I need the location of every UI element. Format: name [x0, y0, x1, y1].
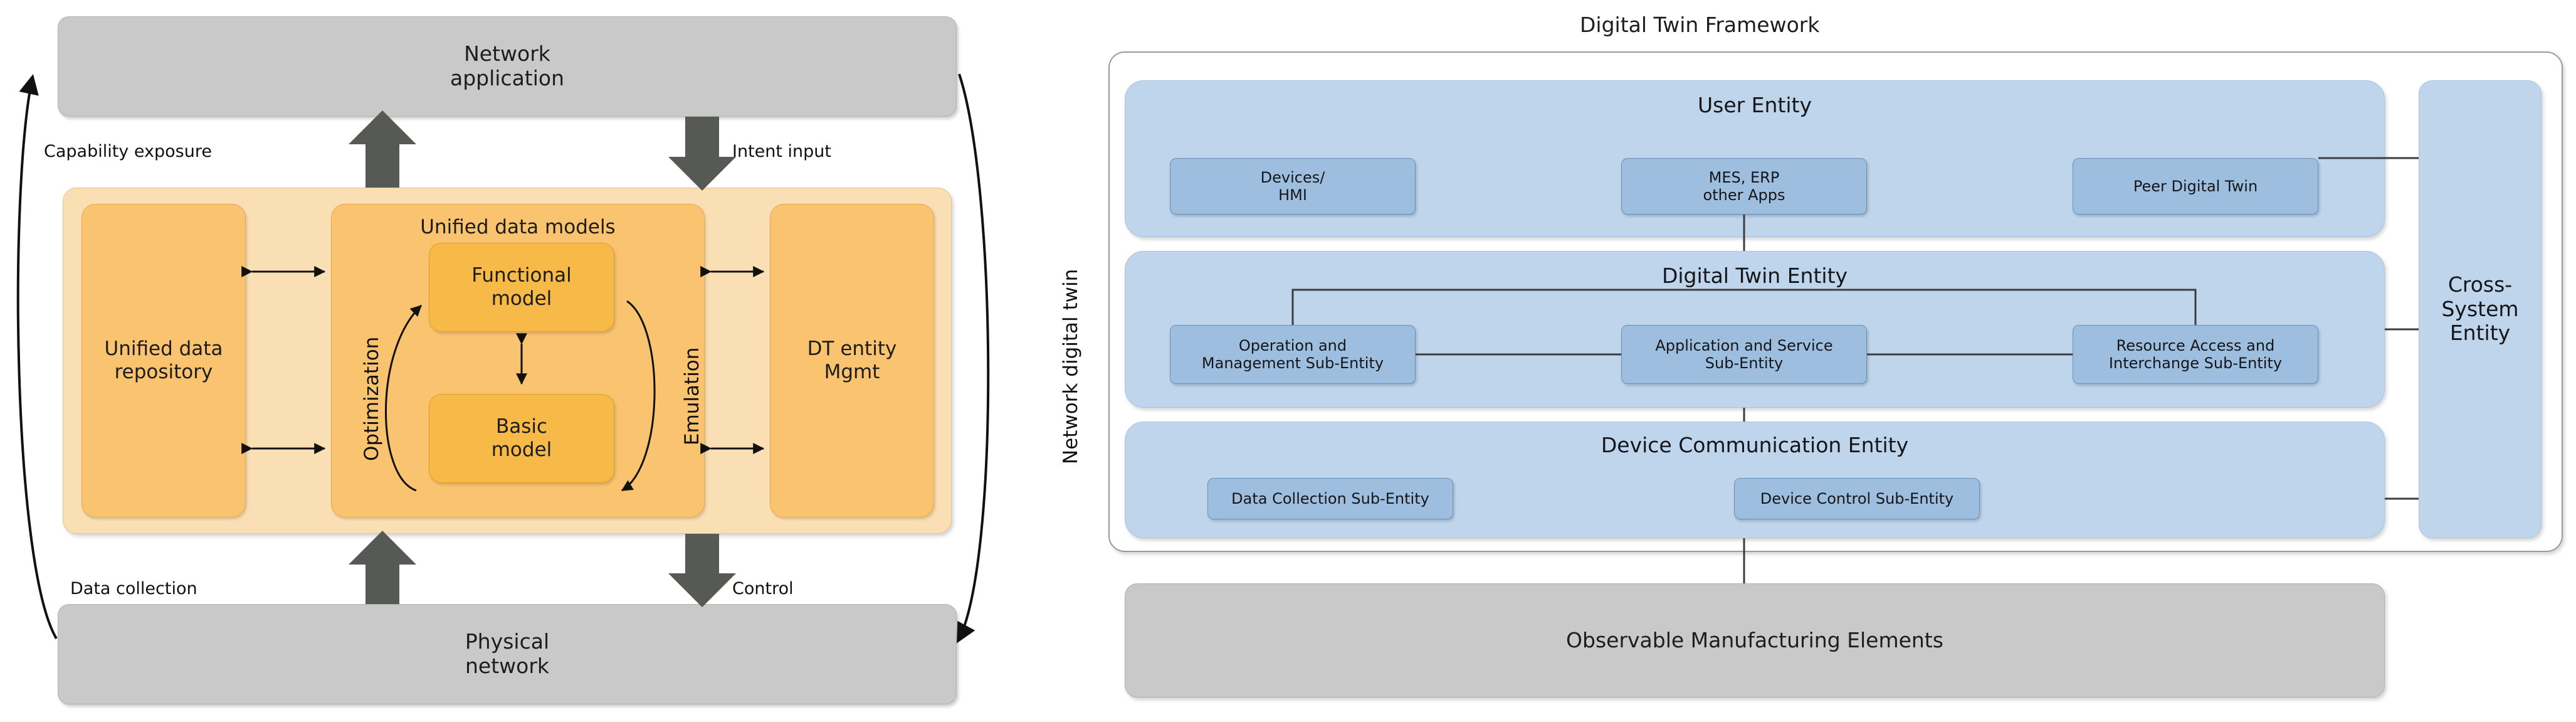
- operation-management-line1: Operation and: [1238, 336, 1347, 354]
- data-collection-arrow: [349, 531, 416, 604]
- network-digital-twin-diagram: Network application Physical network Uni…: [0, 0, 1103, 722]
- intent-input-label: Intent input: [732, 142, 832, 161]
- cross-system-entity-box: Cross- System Entity: [2419, 80, 2542, 538]
- intent-input-arrow: [668, 117, 736, 191]
- application-service-line2: Sub-Entity: [1705, 354, 1784, 372]
- network-application-box: Network application: [58, 16, 957, 117]
- dt-entity-mgmt-box: DT entity Mgmt: [770, 204, 934, 518]
- basic-model-line2: model: [491, 438, 552, 461]
- network-application-line1: Network: [464, 41, 550, 66]
- capability-exposure-arrow: [349, 110, 416, 188]
- resource-access-line2: Interchange Sub-Entity: [2108, 354, 2283, 372]
- device-control-sub-label: Device Control Sub-Entity: [1760, 489, 1954, 507]
- mes-erp-other-apps-sub-entity: MES, ERP other Apps: [1621, 158, 1867, 215]
- emulation-label: Emulation: [681, 347, 703, 445]
- unified-data-models-title: Unified data models: [420, 216, 616, 238]
- application-and-service-sub-entity: Application and Service Sub-Entity: [1621, 325, 1867, 384]
- operation-and-management-sub-entity: Operation and Management Sub-Entity: [1170, 325, 1416, 384]
- network-application-line2: application: [449, 66, 565, 90]
- basic-model-line1: Basic: [495, 415, 548, 438]
- digital-twin-entity-title: Digital Twin Entity: [1661, 263, 1848, 288]
- functional-model-line1: Functional: [471, 264, 572, 287]
- physical-network-line1: Physical: [465, 629, 550, 654]
- application-service-line1: Application and Service: [1655, 336, 1833, 354]
- functional-model-line2: model: [491, 287, 552, 310]
- mes-erp-line1: MES, ERP: [1708, 168, 1780, 186]
- basic-model-box: Basic model: [429, 394, 614, 483]
- digital-twin-framework-title: Digital Twin Framework: [1580, 13, 1820, 37]
- data-collection-sub-entity: Data Collection Sub-Entity: [1207, 478, 1453, 519]
- observable-manufacturing-elements-box: Observable Manufacturing Elements: [1125, 583, 2385, 698]
- peer-digital-twin-label: Peer Digital Twin: [2133, 177, 2258, 195]
- user-entity-title: User Entity: [1697, 93, 1812, 117]
- control-arrow: [668, 534, 736, 607]
- control-label: Control: [732, 579, 794, 598]
- network-digital-twin-label: Network digital twin: [1059, 268, 1082, 464]
- device-communication-entity-title: Device Communication Entity: [1601, 433, 1909, 457]
- resource-access-and-interchange-sub-entity: Resource Access and Interchange Sub-Enti…: [2073, 325, 2318, 384]
- data-collection-label: Data collection: [70, 579, 197, 598]
- cross-system-line1: Cross-: [2447, 272, 2513, 297]
- physical-network-line2: network: [465, 654, 549, 678]
- peer-digital-twin-sub-entity: Peer Digital Twin: [2073, 158, 2318, 215]
- physical-network-box: Physical network: [58, 604, 957, 704]
- right-outer-curve-arrow: [957, 73, 990, 644]
- devices-hmi-line2: HMI: [1278, 186, 1307, 204]
- devices-hmi-sub-entity: Devices/ HMI: [1170, 158, 1416, 215]
- dt-entity-mgmt-line2: Mgmt: [824, 361, 880, 383]
- resource-access-line1: Resource Access and: [2116, 336, 2275, 354]
- digital-twin-framework-diagram: Digital Twin Framework User Entity Devic…: [1103, 0, 2576, 722]
- dt-entity-mgmt-line1: DT entity: [807, 337, 897, 361]
- capability-exposure-label: Capability exposure: [44, 142, 212, 161]
- unified-data-repository-line2: repository: [114, 361, 213, 383]
- unified-data-repository-line1: Unified data: [104, 337, 223, 361]
- operation-management-line2: Management Sub-Entity: [1201, 354, 1384, 372]
- devices-hmi-line1: Devices/: [1260, 168, 1325, 186]
- cross-system-line2: System: [2441, 296, 2519, 321]
- functional-model-box: Functional model: [429, 243, 614, 332]
- device-control-sub-entity: Device Control Sub-Entity: [1734, 478, 1980, 519]
- data-collection-sub-label: Data Collection Sub-Entity: [1231, 489, 1429, 507]
- mes-erp-line2: other Apps: [1703, 186, 1785, 204]
- cross-system-line3: Entity: [2449, 321, 2511, 346]
- observable-manufacturing-elements-label: Observable Manufacturing Elements: [1566, 627, 1943, 652]
- optimization-label: Optimization: [360, 336, 383, 461]
- unified-data-repository-box: Unified data repository: [81, 204, 246, 518]
